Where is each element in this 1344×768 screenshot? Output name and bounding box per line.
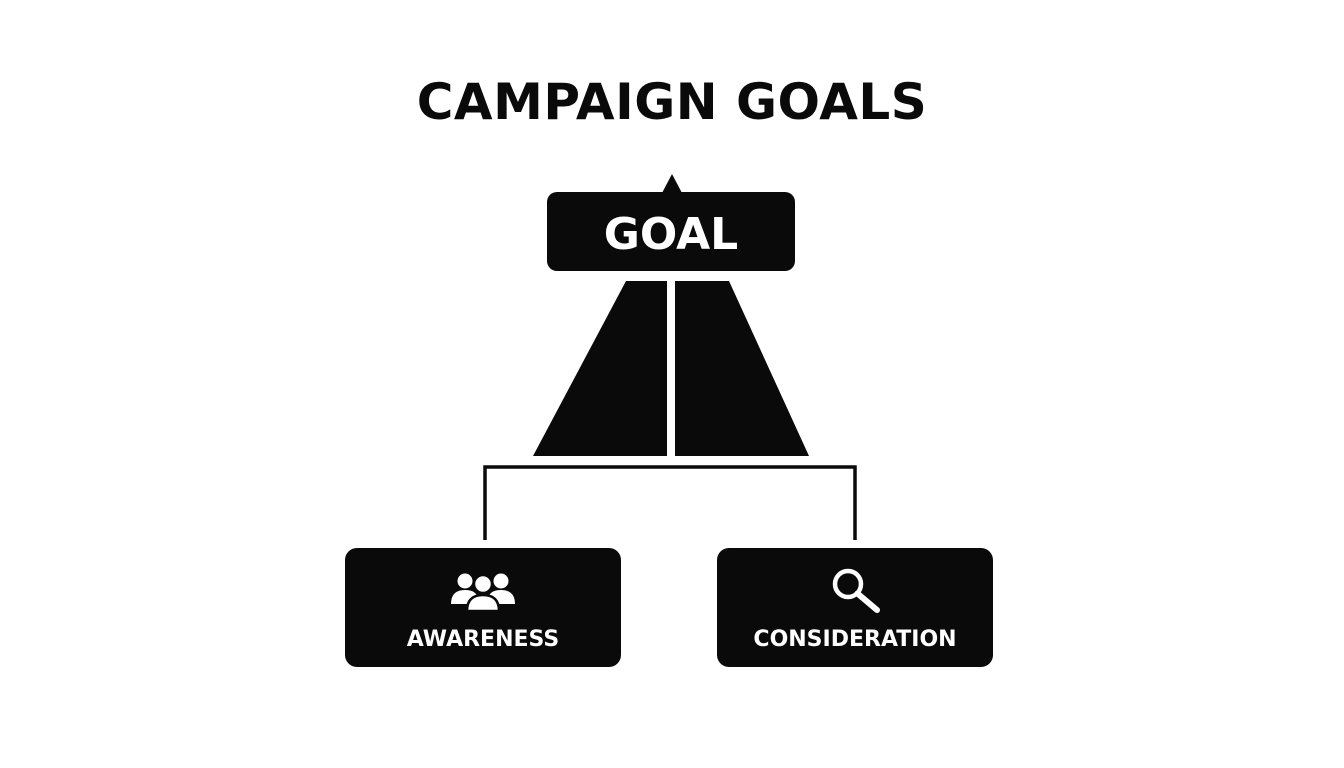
branch-connector [483, 465, 857, 540]
consideration-label: CONSIDERATION [753, 627, 956, 652]
awareness-label: AWARENESS [407, 627, 559, 652]
connector-lines [483, 465, 857, 540]
pyramid-left-half [533, 281, 667, 456]
goal-arrow-tip [662, 174, 682, 193]
awareness-node: AWARENESS [345, 548, 621, 667]
page-title: CAMPAIGN GOALS [416, 73, 928, 131]
goal-label: GOAL [604, 209, 738, 260]
people-group-icon [451, 573, 515, 613]
consideration-node: CONSIDERATION [717, 548, 993, 667]
pyramid-right-half [675, 281, 809, 456]
magnifying-glass-icon [832, 568, 880, 613]
consideration-box [717, 548, 993, 667]
goal-box [547, 192, 795, 271]
goal-node: GOAL [547, 192, 795, 271]
goal-pyramid [533, 281, 809, 456]
